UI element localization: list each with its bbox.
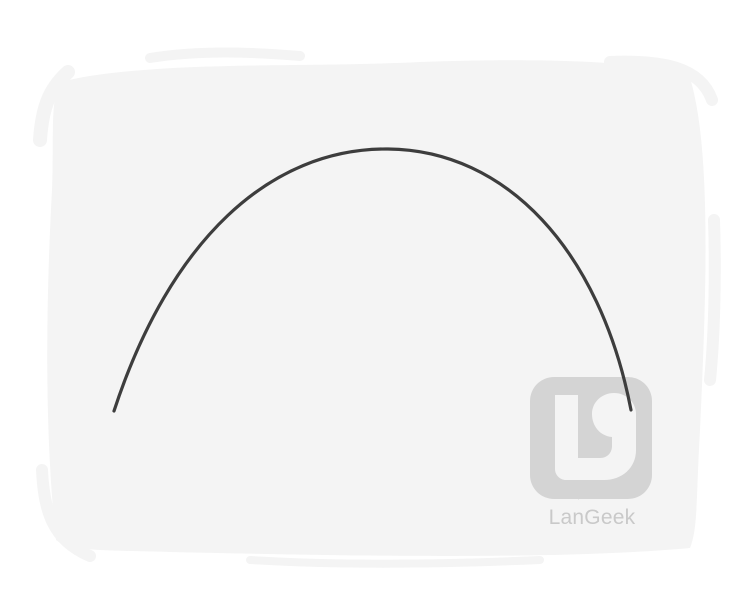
arc-curve bbox=[112, 147, 633, 413]
watermark-brand-text: LanGeek bbox=[548, 506, 636, 529]
langeek-logo-icon bbox=[530, 377, 652, 500]
